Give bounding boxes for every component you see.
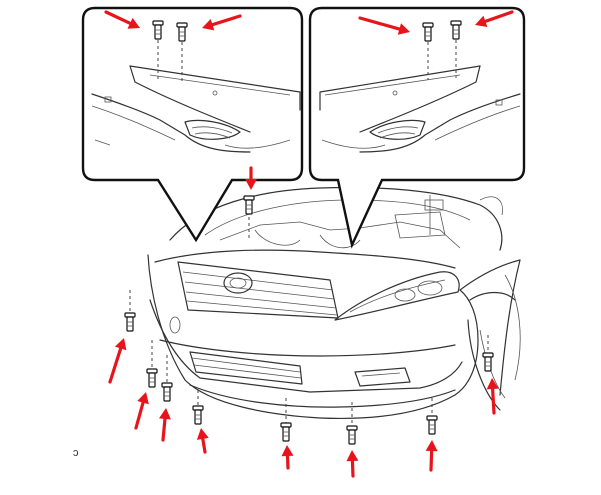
- fastener-bottom-4: [426, 415, 438, 435]
- arrow-callout-left-1: [104, 10, 140, 29]
- arrow-wheel-well: [486, 378, 499, 415]
- red-arrows: [104, 10, 514, 478]
- arrow-callout-right-1: [358, 16, 410, 35]
- fastener-hood-center: [243, 195, 255, 215]
- arrow-callout-left-2: [202, 14, 242, 31]
- arrow-hood-center: [245, 166, 257, 190]
- fastener-wheel-well: [482, 352, 494, 372]
- fastener-bottom-3: [346, 425, 358, 445]
- fastener-bottom-2: [280, 422, 292, 442]
- arrow-callout-right-2: [475, 10, 514, 28]
- callout-left-fastener-2: [176, 22, 188, 42]
- fastener-left-lower: [161, 382, 173, 402]
- callout-right-fastener-1: [422, 22, 434, 42]
- arrow-bottom-4: [425, 440, 438, 472]
- fastener-left-mid: [146, 368, 158, 388]
- car-front-view: [147, 186, 521, 419]
- callout-right: [308, 6, 526, 249]
- arrow-bottom-1: [196, 428, 209, 454]
- callout-left-fastener-1: [152, 20, 164, 40]
- fastener-left-upper: [124, 312, 136, 332]
- arrow-left-upper: [108, 338, 127, 384]
- callout-left: [81, 6, 304, 243]
- corner-mark: ɔ: [73, 447, 79, 459]
- arrow-bottom-3: [346, 450, 359, 478]
- arrow-bottom-2: [281, 445, 294, 470]
- arrow-left-lower: [158, 408, 171, 442]
- arrow-left-mid: [134, 392, 149, 430]
- callout-right-fastener-2: [450, 20, 462, 40]
- fastener-bottom-1: [192, 405, 204, 425]
